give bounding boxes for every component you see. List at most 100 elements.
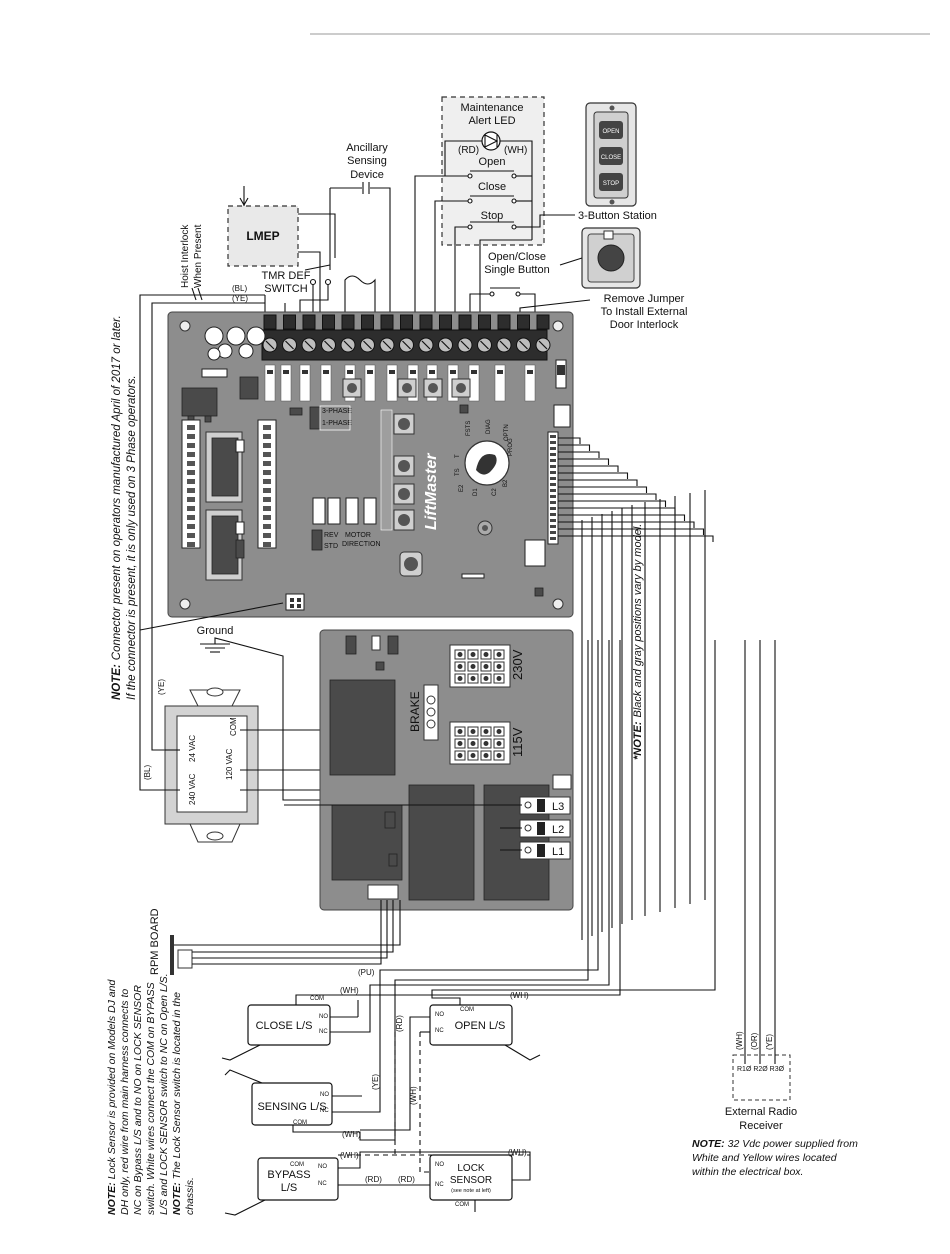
svg-text:NC: NC	[435, 1028, 444, 1034]
remove-jumper-2: To Install External	[601, 306, 688, 318]
svg-text:OPTN: OPTN	[504, 424, 510, 441]
radio-label-2: Receiver	[739, 1120, 783, 1132]
led-rd-label: (RD)	[458, 145, 479, 156]
svg-text:NO: NO	[319, 1014, 328, 1020]
rev-label: REV	[324, 532, 339, 539]
rd-label-open: (RD)	[395, 1015, 404, 1032]
svg-text:PROG: PROG	[508, 438, 514, 456]
svg-text:COM: COM	[293, 1120, 307, 1126]
terminal-screws	[262, 314, 551, 353]
svg-text:NO: NO	[435, 1162, 444, 1168]
motor-label: MOTOR	[345, 532, 371, 539]
svg-text:T: T	[455, 454, 461, 458]
svg-text:NC: NC	[318, 1181, 327, 1187]
lock-sensor-label-1: LOCK	[457, 1163, 485, 1174]
single-button[interactable]	[597, 244, 625, 272]
transformer-24vac: 24 VAC	[188, 735, 197, 762]
ground-icon	[200, 637, 320, 801]
tmr-def-label-2: SWITCH	[264, 283, 307, 295]
l2-label: L2	[552, 824, 564, 836]
relay-component	[181, 387, 218, 417]
ye-label-top: (YE)	[232, 294, 248, 303]
board-buttons[interactable]	[342, 378, 471, 531]
label-115v: 115V	[510, 727, 525, 757]
open-button-label: Open	[479, 156, 506, 168]
station-close-button[interactable]	[599, 147, 623, 165]
diode-icon	[484, 134, 499, 148]
svg-text:STOP: STOP	[603, 181, 619, 187]
svg-text:NC: NC	[320, 1108, 329, 1114]
hoist-interlock-1: Hoist Interlock	[180, 224, 191, 288]
wh-label-bypass: (WH)	[342, 1130, 361, 1139]
button-wires	[414, 140, 575, 320]
stop-button-label: Stop	[481, 210, 504, 222]
external-radio-receiver	[732, 1054, 791, 1101]
rd-label-bypass: (RD)	[365, 1175, 382, 1184]
svg-text:COM: COM	[455, 1202, 469, 1208]
lmep-box	[227, 205, 299, 267]
l3-label: L3	[552, 801, 564, 813]
sensing-limit-switch	[251, 1082, 333, 1126]
lock-note-4: switch. White wires connect the COM on B…	[145, 982, 157, 1215]
wh-label-open: (WH)	[510, 991, 529, 1000]
open-ls-label: OPEN L/S	[455, 1020, 506, 1032]
hoist-interlock-2: When Present	[193, 224, 204, 288]
wh-label-bypass-2: (WH)	[340, 1151, 359, 1160]
ancillary-label-2: Sensing	[347, 155, 387, 167]
connector-note-2: If the connector is present, it is only …	[126, 375, 138, 700]
power-note-3: within the electrical box.	[692, 1166, 803, 1178]
station-open-button[interactable]	[599, 121, 623, 139]
power-note-2: White and Yellow wires located	[692, 1152, 838, 1164]
svg-text:D1: D1	[473, 488, 479, 496]
remove-jumper-1: Remove Jumper	[604, 293, 685, 305]
dip-switches	[312, 497, 377, 525]
svg-text:DIAG: DIAG	[486, 419, 492, 434]
wh-label-sensing: (WH)	[409, 1086, 418, 1105]
single-button-label-1: Open/Close	[488, 251, 546, 263]
lock-note-7: chassis.	[184, 1177, 196, 1215]
maintenance-alert-label-2: Alert LED	[468, 115, 515, 127]
ancillary-wires	[329, 182, 391, 320]
limit-switch-wires	[292, 640, 716, 1186]
lock-sensor	[429, 1154, 513, 1201]
button-contacts	[467, 170, 517, 230]
fuse-cluster	[204, 326, 266, 361]
transformer	[164, 687, 259, 843]
harness-wires	[558, 437, 714, 940]
lock-note-3: NC on Bypass L/S and to NO on LOCK SENSO…	[132, 985, 144, 1215]
radio-ye-label: (YE)	[765, 1034, 774, 1050]
svg-text:TS: TS	[455, 468, 461, 476]
lock-sensor-dashed-wires	[338, 1032, 530, 1173]
svg-text:NO: NO	[320, 1092, 329, 1098]
transformer-com: COM	[229, 717, 238, 736]
lock-note-1: NOTE:Lock Sensor is provided on Models D…	[106, 979, 118, 1215]
close-limit-switch	[247, 1004, 331, 1046]
label-230v: 230V	[510, 649, 525, 680]
maintenance-alert-label-1: Maintenance	[461, 102, 524, 114]
close-ls-label: CLOSE L/S	[256, 1020, 313, 1032]
rpm-board	[170, 935, 174, 975]
lock-note-6: NOTE:The Lock Sensor switch is located i…	[171, 992, 183, 1215]
ye-label-sensing: (YE)	[371, 1074, 380, 1090]
power-note-1: NOTE:32 Vdc power supplied from	[692, 1138, 858, 1150]
rd-label-lock: (RD)	[398, 1175, 415, 1184]
lock-sensor-label-3: (see note at left)	[451, 1188, 491, 1194]
radio-label-1: External Radio	[725, 1106, 797, 1118]
svg-text:NO: NO	[318, 1164, 327, 1170]
svg-text:OPEN: OPEN	[602, 129, 619, 135]
brake-label: BRAKE	[408, 691, 422, 732]
svg-text:FSTS: FSTS	[466, 421, 472, 436]
svg-text:NO: NO	[435, 1012, 444, 1018]
close-button-label: Close	[478, 181, 506, 193]
single-button-contact	[469, 287, 536, 320]
three-button-station-label: 3-Button Station	[578, 210, 657, 222]
ye-label-left: (YE)	[157, 679, 166, 695]
phase-3-label: 3-PHASE	[322, 408, 352, 415]
lock-note-5: L/S and LOCK SENSOR switch to NC on Open…	[158, 973, 170, 1215]
station-stop-button[interactable]	[599, 173, 623, 191]
svg-text:NC: NC	[319, 1029, 328, 1035]
led-wh-label: (WH)	[504, 145, 527, 156]
lock-note-2: DH only, red wire from main harness conn…	[119, 989, 131, 1215]
ancillary-label-3: Device	[350, 169, 384, 181]
